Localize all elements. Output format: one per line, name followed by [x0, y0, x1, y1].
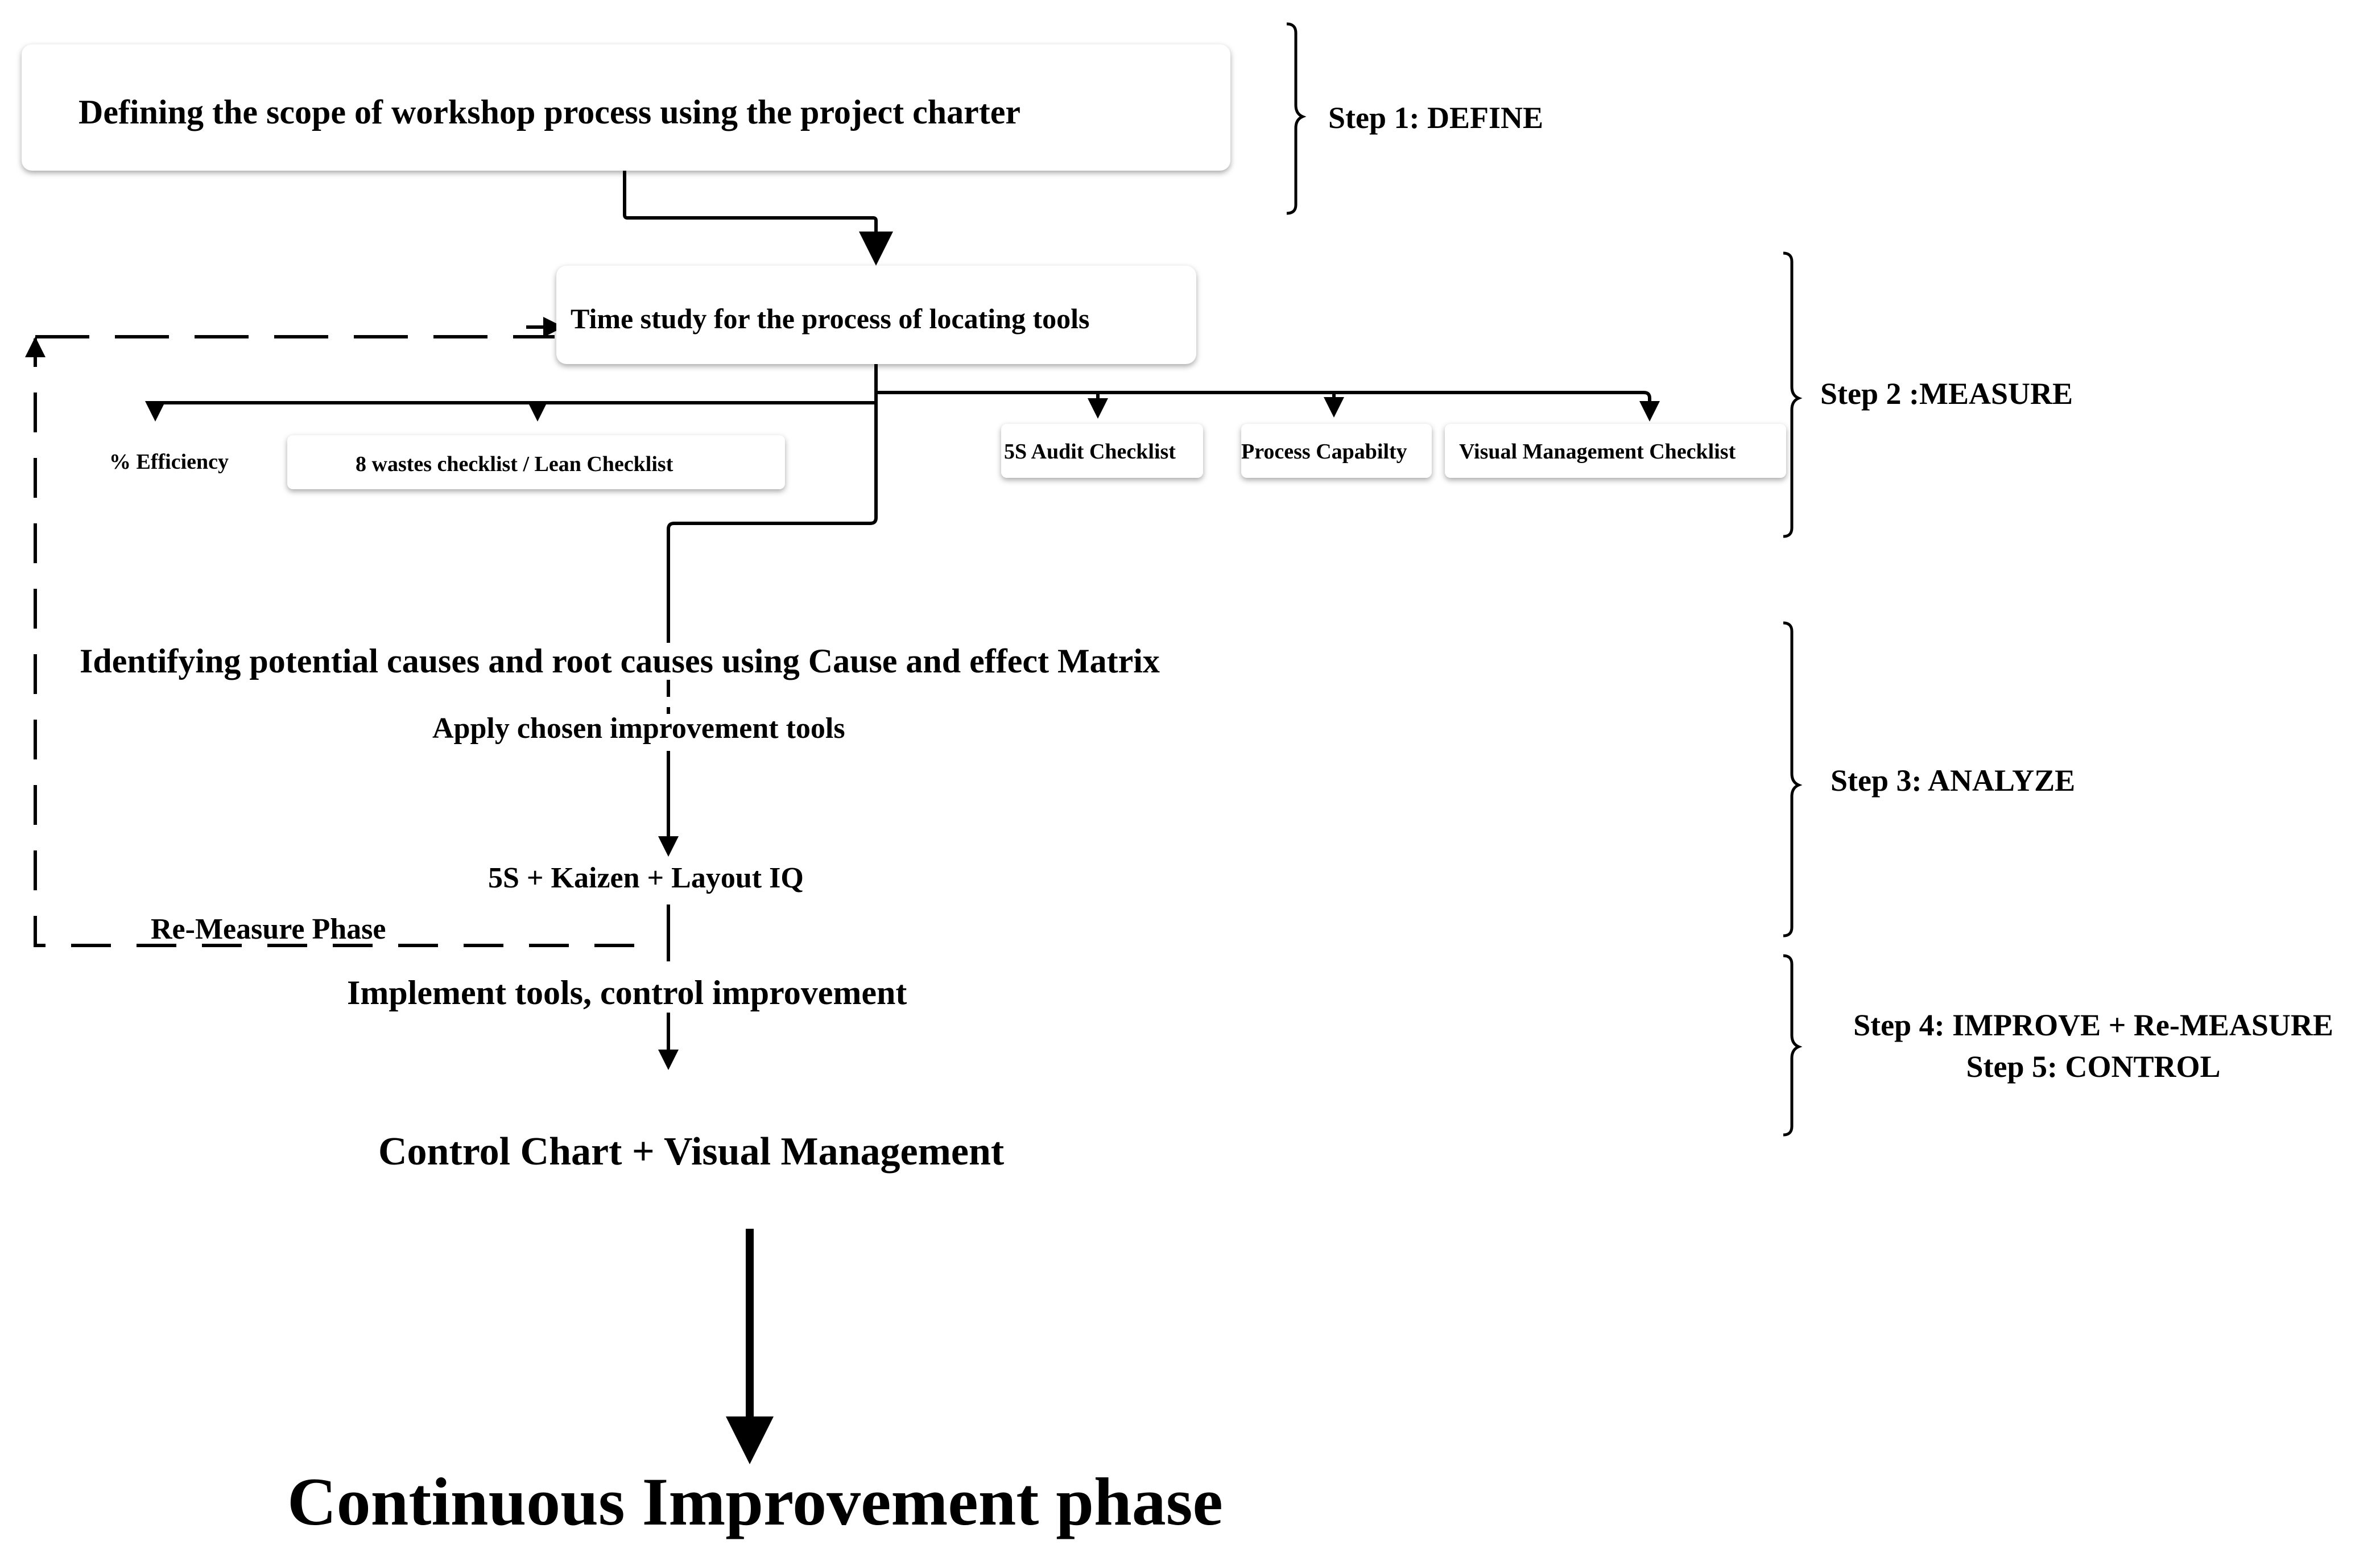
step-analyze-label: Step 3: ANALYZE	[1831, 763, 2076, 798]
visual-checklist-box	[1445, 424, 1786, 478]
bracket-measure	[1783, 251, 1803, 538]
wastes-label: 8 wastes checklist / Lean Checklist	[356, 452, 673, 476]
visual-checklist-label: Visual Management Checklist	[1459, 440, 1736, 464]
tools-text: 5S + Kaizen + Layout IQ	[488, 862, 804, 894]
apply-text: Apply chosen improvement tools	[432, 712, 845, 745]
capability-box	[1241, 424, 1432, 478]
bracket-improve	[1783, 954, 1803, 1137]
scope-text: Defining the scope of workshop process u…	[78, 93, 1021, 131]
causes-text: Identifying potential causes and root ca…	[80, 642, 1160, 680]
efficiency-label: % Efficiency	[109, 450, 229, 474]
audit-label: 5S Audit Checklist	[1004, 440, 1176, 464]
implement-text: Implement tools, control improvement	[347, 974, 907, 1011]
wastes-box	[287, 435, 785, 489]
remeasure-text: Re-Measure Phase	[151, 913, 386, 945]
bracket-analyze	[1783, 621, 1803, 937]
step-improve-label: Step 4: IMPROVE + Re-MEASURE	[1853, 1008, 2333, 1042]
capability-label: Process Capabilty	[1241, 440, 1407, 464]
connector-scope-to-timestudy	[623, 171, 893, 266]
timestudy-text: Time study for the process of locating t…	[571, 303, 1090, 334]
audit-box	[1001, 424, 1203, 478]
control-chart-text: Control Chart + Visual Management	[378, 1130, 1005, 1174]
step-define-label: Step 1: DEFINE	[1328, 101, 1544, 135]
step-measure-label: Step 2 :MEASURE	[1820, 377, 2073, 411]
timestudy-box	[556, 266, 1196, 364]
continuous-text: Continuous Improvement phase	[287, 1464, 1223, 1539]
scope-box	[22, 44, 1230, 171]
bracket-define	[1286, 22, 1307, 215]
connector-to-analyze	[667, 403, 878, 643]
remeasure-loop	[34, 338, 634, 947]
connector-branch-left	[145, 401, 876, 422]
connector-branch-right	[875, 390, 1660, 422]
step-control-label: Step 5: CONTROL	[1966, 1050, 2221, 1084]
